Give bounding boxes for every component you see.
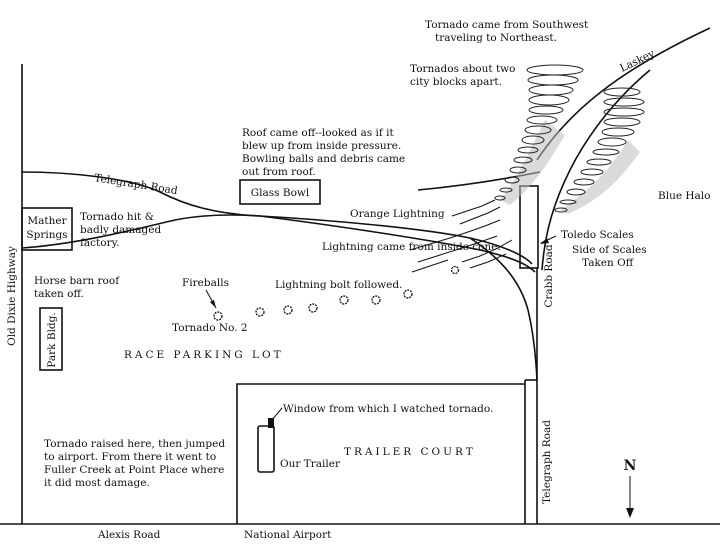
- side-of-scales-line2: Taken Off: [582, 257, 635, 269]
- compass-north-label: N: [624, 458, 637, 474]
- old-dixie-highway-label: Old Dixie Highway: [6, 246, 18, 346]
- factory-note-line2: badly damaged: [80, 224, 161, 236]
- mather-springs-label-2: Springs: [26, 229, 67, 241]
- park-building: [39, 307, 63, 371]
- direction-note-line1: Tornado came from Southwest: [425, 19, 589, 31]
- side-of-scales-line1: Side of Scales: [572, 244, 647, 256]
- trailer-court-label: TRAILER COURT: [344, 446, 476, 458]
- direction-note-line2: traveling to Northeast.: [435, 32, 557, 44]
- bolt-followed-label: Lightning bolt followed.: [275, 279, 402, 291]
- national-airport-label: National Airport: [244, 529, 332, 541]
- cone-lightning-label: Lightning came from inside cone.: [322, 241, 501, 253]
- apart-note-line2: city blocks apart.: [410, 76, 502, 88]
- park-building-label: Park Bldg.: [46, 312, 58, 367]
- raised-note-line4: it did most damage.: [44, 477, 150, 489]
- our-trailer-label: Our Trailer: [280, 458, 341, 470]
- race-parking-lot-label: RACE PARKING LOT: [124, 349, 284, 361]
- crabb-road-label: Crabb Road: [543, 244, 555, 308]
- blue-halo-label: Blue Halo: [658, 190, 711, 202]
- window-arrow: [271, 407, 283, 421]
- fireball-trail: [213, 265, 460, 321]
- lightning-streaks: [409, 199, 513, 273]
- roof-note-line3: Bowling balls and debris came: [242, 153, 405, 165]
- orange-lightning-label: Orange Lightning: [350, 208, 445, 220]
- roof-note-line2: blew up from inside pressure.: [242, 140, 401, 152]
- raised-note-line3: Fuller Creek at Point Place where: [44, 464, 224, 476]
- raised-note-line1: Tornado raised here, then jumped: [44, 438, 225, 450]
- roof-note-line4: out from roof.: [242, 166, 316, 178]
- glass-bowl-building: [239, 179, 321, 205]
- mather-springs-label-1: Mather: [27, 215, 67, 227]
- telegraph-road-vertical-label: Telegraph Road: [541, 420, 553, 504]
- toledo-scales-arrowhead: [540, 238, 549, 244]
- mather-springs-building: [21, 207, 73, 251]
- raised-note-line2: to airport. From there it went to: [44, 451, 216, 463]
- fireballs-label: Fireballs: [182, 277, 229, 289]
- factory-note-line3: factory.: [80, 237, 119, 249]
- roof-note-line1: Roof came off--looked as if it: [242, 127, 394, 139]
- our-trailer-shape: [257, 425, 275, 473]
- factory-note-line1: Tornado hit &: [80, 211, 154, 223]
- tornado-no2-label: Tornado No. 2: [172, 322, 248, 334]
- window-note: Window from which I watched tornado.: [283, 403, 493, 415]
- toledo-scales-label: Toledo Scales: [561, 229, 634, 241]
- horse-barn-note-line1: Horse barn roof: [34, 275, 120, 287]
- compass-arrowhead: [626, 508, 634, 518]
- horse-barn-note-line2: taken off.: [34, 288, 84, 300]
- telegraph-road-label: Telegraph Road: [94, 172, 179, 197]
- fireballs-arrowhead: [210, 300, 216, 308]
- tornado-one-funnel: [494, 64, 584, 205]
- telegraph-road-lower-edge: [21, 214, 261, 249]
- tornado-two-funnel: [554, 87, 645, 214]
- laskey-label: Laskey: [618, 48, 657, 75]
- telegraph-curve-south: [469, 237, 538, 381]
- telegraph-road-lower-straight: [259, 215, 536, 273]
- trailer-court-outline: [236, 383, 525, 524]
- alexis-road-label: Alexis Road: [97, 529, 161, 541]
- apart-note-line1: Tornados about two: [410, 63, 515, 75]
- crabb-road-branch: [541, 69, 651, 271]
- glass-bowl-label: Glass Bowl: [251, 187, 310, 199]
- trailer-window-mark: [268, 418, 274, 428]
